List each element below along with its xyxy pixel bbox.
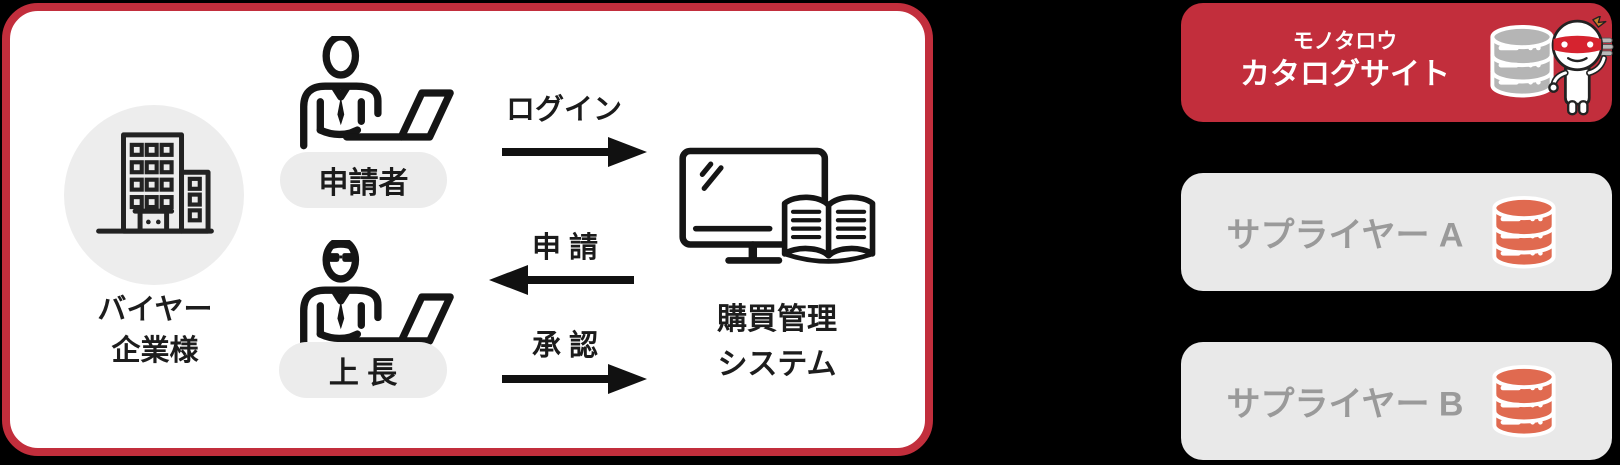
monitor-book-icon <box>679 147 876 264</box>
supplier-a-label: サプライヤー A <box>1226 216 1464 255</box>
flow-label-approve: 承 認 <box>531 330 599 362</box>
supplier-a-database-icon <box>1492 195 1556 269</box>
supplier-b-label: サプライヤー B <box>1226 385 1464 424</box>
buyer-company-label: バイヤー 企業様 <box>97 294 213 367</box>
supervisor-label: 上 長 <box>328 357 398 390</box>
approve-arrow-right <box>502 364 647 394</box>
purchasing-system-label: 購買管理 システム <box>717 303 837 381</box>
supervisor-badge: 上 長 <box>279 342 447 398</box>
flow-label-login: ログイン <box>505 94 623 126</box>
login-arrow-right <box>502 137 647 167</box>
flow-label-request: 申 請 <box>531 232 599 264</box>
supervisor-person-laptop-icon <box>300 240 454 354</box>
monotaro-mascot-icon <box>1548 16 1614 116</box>
applicant-badge: 申請者 <box>280 152 447 208</box>
applicant-label: 申請者 <box>318 167 409 200</box>
request-arrow-left <box>489 265 634 295</box>
building-icon <box>96 132 214 234</box>
supplier-b-database-icon <box>1492 364 1556 438</box>
monotaro-catalog-title: モノタロウ カタログサイト <box>1240 30 1450 91</box>
applicant-person-laptop-icon <box>300 36 454 150</box>
